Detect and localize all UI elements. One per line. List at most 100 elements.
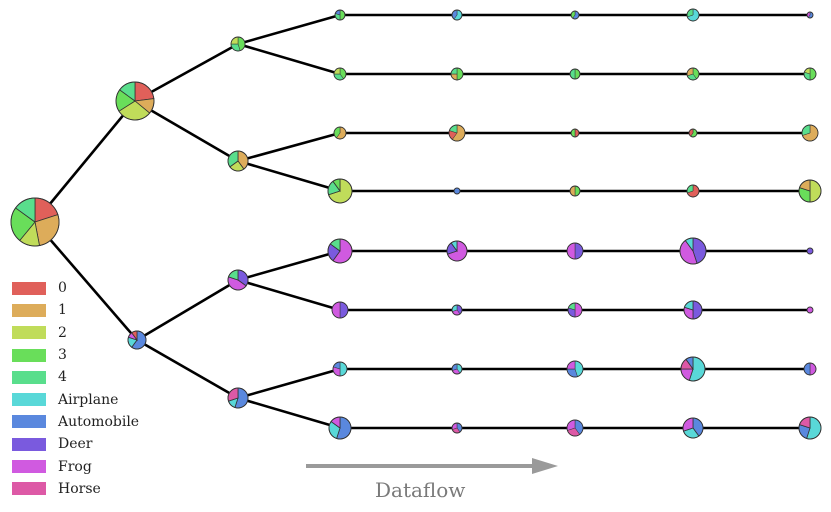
pie-node <box>688 128 698 138</box>
pie-outline <box>680 356 706 382</box>
legend-label: Automobile <box>58 413 140 430</box>
tree-edge <box>134 99 239 163</box>
pie-node <box>569 68 581 80</box>
pie-outline <box>115 81 155 121</box>
pie-slice <box>566 242 576 260</box>
legend-swatch <box>12 348 46 362</box>
legend-swatch <box>12 370 46 384</box>
pie-outline <box>332 361 348 377</box>
pie-slice <box>807 248 813 254</box>
pie-outline <box>567 302 583 318</box>
pie-outline <box>450 67 464 81</box>
pie-slice <box>574 242 584 260</box>
pie-node <box>227 150 249 172</box>
legend-swatch <box>12 460 46 474</box>
pie-node <box>451 304 463 316</box>
pie-outline <box>806 247 814 255</box>
pie-outline <box>227 150 249 172</box>
pie-outline <box>688 128 698 138</box>
pie-node <box>450 67 464 81</box>
pie-slice <box>574 302 583 318</box>
legend-swatch <box>12 393 46 407</box>
pie-slice <box>574 185 581 197</box>
pie-outline <box>566 242 584 260</box>
pie-outline <box>451 422 463 434</box>
pie-node <box>566 419 584 437</box>
pie-outline <box>569 68 581 80</box>
legend-label: 0 <box>58 280 67 297</box>
legend-swatch <box>12 326 46 340</box>
legend-label: Frog <box>58 458 92 475</box>
legend-item: 0 <box>12 277 139 299</box>
pie-outline <box>566 360 584 378</box>
pie-slice <box>803 362 811 376</box>
pie-slice <box>456 67 464 81</box>
pie-node <box>446 240 468 262</box>
pie-outline <box>686 8 700 22</box>
legend-item: 2 <box>12 322 139 344</box>
legend-item: Automobile <box>12 411 139 433</box>
pie-node <box>230 36 246 52</box>
pie-slice <box>692 300 703 320</box>
legend-label: Deer <box>58 436 93 453</box>
pie-outline <box>682 417 704 439</box>
pie-outline <box>566 419 584 437</box>
pie-node <box>686 184 700 198</box>
dataflow-arrow <box>306 458 558 474</box>
pie-node <box>227 387 249 409</box>
legend-swatch <box>12 415 46 429</box>
legend-label: Horse <box>58 480 101 497</box>
pie-node <box>683 300 703 320</box>
pie-node <box>798 179 822 203</box>
pie-outline <box>453 187 461 195</box>
pie-outline <box>683 300 703 320</box>
pie-slice <box>807 307 813 313</box>
pie-node <box>451 9 463 21</box>
pie-node <box>327 238 353 264</box>
legend-swatch <box>12 303 46 317</box>
pie-node <box>566 242 584 260</box>
tree-edge <box>136 278 239 342</box>
pie-outline <box>801 124 819 142</box>
pie-node <box>334 9 346 21</box>
legend-swatch <box>12 281 46 295</box>
pie-slice <box>809 67 817 81</box>
pie-node <box>10 197 60 247</box>
pie-outline <box>333 126 347 140</box>
pie-node <box>679 237 707 265</box>
pie-outline <box>227 387 249 409</box>
pie-node <box>680 356 706 382</box>
pie-node <box>682 417 704 439</box>
legend-label: 2 <box>58 324 67 341</box>
pie-slice <box>339 361 348 377</box>
pie-node <box>570 128 580 138</box>
pie-outline <box>334 9 346 21</box>
pie-node <box>115 81 155 121</box>
pie-node <box>798 416 822 440</box>
pie-outline <box>806 11 814 19</box>
pie-node <box>566 360 584 378</box>
pie-slice <box>809 362 817 376</box>
legend-item: Deer <box>12 433 139 455</box>
pie-outline <box>451 304 463 316</box>
pie-node <box>333 67 347 81</box>
pie-outline <box>227 269 249 291</box>
pie-node <box>331 301 349 319</box>
pie-node <box>801 124 819 142</box>
tree-edge <box>33 100 137 223</box>
pie-outline <box>803 362 817 376</box>
legend-swatch <box>12 482 46 496</box>
pie-outline <box>448 124 466 142</box>
tree-edge <box>237 367 341 400</box>
pie-slice <box>454 188 460 194</box>
pie-outline <box>798 179 822 203</box>
pie-outline <box>333 67 347 81</box>
pie-node <box>806 306 814 314</box>
dataflow-label: Dataflow <box>375 478 466 502</box>
tree-edge <box>34 221 138 341</box>
pie-outline <box>679 237 707 265</box>
pie-slice <box>339 301 349 319</box>
pie-outline <box>570 10 580 20</box>
pie-slice <box>569 185 576 197</box>
